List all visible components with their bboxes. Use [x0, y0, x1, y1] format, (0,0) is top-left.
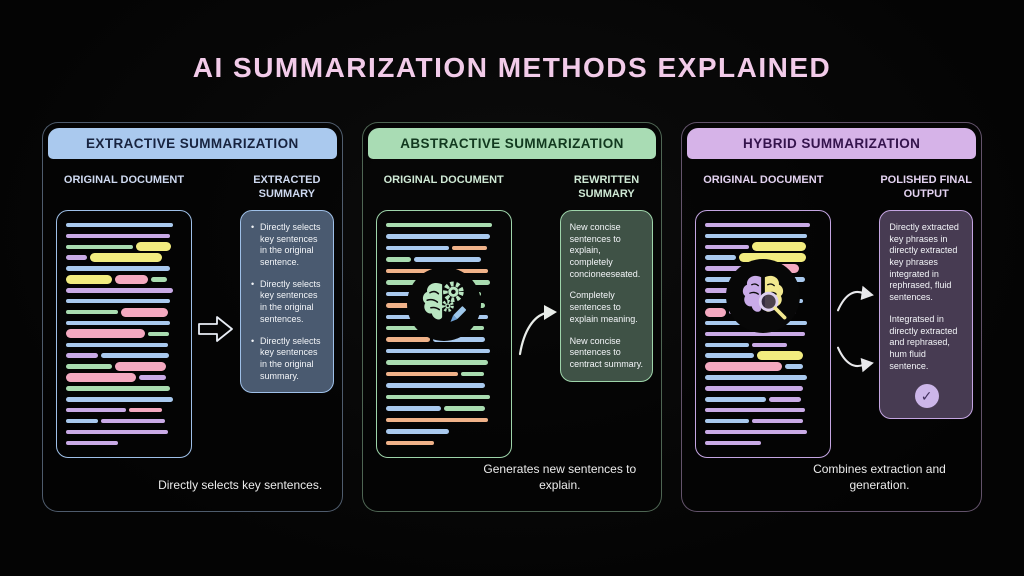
- original-document-label: ORIGINAL DOCUMENT: [63, 174, 185, 186]
- document-line: [385, 428, 502, 434]
- document-line: [385, 360, 502, 366]
- document-line: [385, 222, 502, 228]
- checkmark-icon: ✓: [914, 384, 939, 409]
- extracted-summary: Directly selects key sentences in the or…: [240, 210, 334, 394]
- curved-right-arrow-icon: [514, 298, 558, 360]
- summary-item: New concise sentences to centract summar…: [569, 335, 644, 369]
- summary-item: Directly selects key sentences in the or…: [250, 279, 325, 326]
- rewritten-summary: New concise sentences to explain, comple…: [559, 210, 654, 382]
- document-line: [66, 407, 182, 413]
- document-line: [66, 342, 182, 348]
- panel-extractive-caption: Directly selects key sentences.: [158, 477, 323, 492]
- panel-abstractive-caption: Generates new sentences to explain.: [483, 461, 637, 492]
- document-line: [385, 406, 502, 412]
- document-line: [705, 407, 821, 413]
- summary-item: Directly selects key sentences in the or…: [250, 336, 325, 383]
- document-line: [705, 351, 821, 361]
- summary-item: Directly extracted key phrases in direct…: [889, 222, 959, 303]
- document-line: [66, 274, 182, 284]
- document-line: [66, 287, 182, 293]
- curved-up-right-arrow-icon: [834, 342, 876, 376]
- original-document-label: ORIGINAL DOCUMENT: [703, 174, 824, 186]
- original-document: [695, 210, 832, 458]
- document-line: [705, 342, 821, 348]
- panel-abstractive-header: ABSTRACTIVE SUMMARIZATION: [367, 128, 657, 159]
- document-line: [66, 233, 182, 239]
- document-line: [66, 362, 182, 372]
- panel-extractive: EXTRACTIVE SUMMARIZATION ORIGINAL DOCUME…: [42, 122, 343, 512]
- document-line: [385, 417, 502, 423]
- page-title: AI SUMMARIZATION METHODS EXPLAINED: [192, 52, 832, 83]
- document-line: [705, 253, 821, 263]
- document-line: [705, 429, 821, 435]
- outline-right-arrow-icon: [197, 313, 235, 345]
- document-line: [66, 298, 182, 304]
- rewritten-summary-label: REWRITTEN SUMMARY: [573, 174, 640, 201]
- document-line: [385, 383, 502, 389]
- polished-final-output-label: POLISHED FINAL OUTPUT: [880, 174, 973, 201]
- document-line: [705, 362, 821, 372]
- document-line: [66, 396, 182, 402]
- original-document: [56, 210, 192, 458]
- document-line: [66, 253, 182, 263]
- panel-hybrid-caption: Combines extraction and generation.: [813, 461, 946, 492]
- document-line: [705, 233, 821, 239]
- document-line: [66, 307, 182, 317]
- document-line: [66, 418, 182, 424]
- document-line: [385, 394, 502, 400]
- document-line: [705, 242, 821, 252]
- panels-row: EXTRACTIVE SUMMARIZATION ORIGINAL DOCUME…: [42, 122, 983, 512]
- summary-item: New concise sentences to explain, comple…: [569, 222, 641, 279]
- document-line: [66, 385, 182, 391]
- brain-magnifier-icon: [726, 259, 801, 333]
- panel-abstractive: ABSTRACTIVE SUMMARIZATION ORIGINAL DOCUM…: [361, 122, 663, 512]
- document-line: [66, 353, 182, 359]
- document-line: [705, 222, 821, 228]
- document-line: [705, 374, 821, 380]
- document-line: [66, 266, 182, 272]
- original-document: [375, 210, 512, 458]
- document-line: [705, 331, 821, 337]
- document-line: [385, 337, 502, 343]
- document-line: [66, 429, 182, 435]
- document-line: [385, 245, 502, 251]
- document-line: [385, 233, 502, 239]
- summary-item: Directly selects key sentences in the or…: [250, 222, 325, 269]
- document-line: [66, 440, 182, 446]
- document-line: [66, 242, 182, 252]
- panel-hybrid: HYBRID SUMMARIZATION ORIGINAL DOCUMENT: [681, 122, 983, 512]
- document-line: [66, 320, 182, 326]
- document-line: [66, 329, 182, 339]
- document-line: [705, 440, 821, 446]
- summary-item: Integratsed in directly extracted and re…: [889, 313, 958, 371]
- document-line: [385, 371, 502, 377]
- brain-gear-pencil-icon: [406, 267, 481, 341]
- document-line: [385, 256, 502, 262]
- extracted-summary-label: EXTRACTED SUMMARY: [253, 174, 321, 201]
- document-line: [705, 418, 821, 424]
- document-line: [385, 440, 502, 446]
- panel-hybrid-header: HYBRID SUMMARIZATION: [687, 128, 977, 159]
- curved-down-right-arrow-icon: [834, 282, 876, 316]
- panel-extractive-header: EXTRACTIVE SUMMARIZATION: [48, 128, 337, 159]
- summary-item: Completely sentences to explain meaning.: [569, 290, 638, 324]
- document-line: [385, 348, 502, 354]
- document-line: [66, 222, 182, 228]
- document-line: [705, 385, 821, 391]
- polished-final-output: Directly extracted key phrases in direct…: [879, 210, 974, 420]
- document-line: [66, 372, 182, 382]
- document-line: [705, 396, 821, 402]
- original-document-label: ORIGINAL DOCUMENT: [383, 174, 504, 186]
